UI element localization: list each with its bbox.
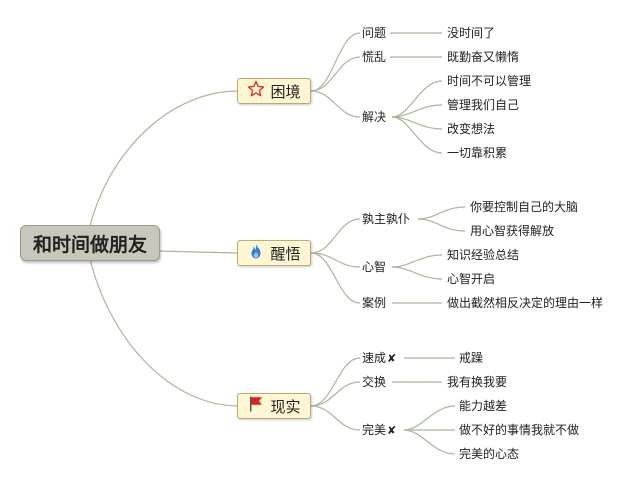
branch-label: 困境	[270, 82, 301, 101]
connector-line	[310, 90, 361, 118]
connector-line	[417, 218, 466, 232]
sub-topic[interactable]: 慌乱	[362, 50, 387, 64]
flame-icon	[247, 242, 265, 264]
connector-line	[310, 32, 361, 92]
branch-label: 现实	[270, 397, 301, 416]
sub-topic[interactable]: 心智	[362, 260, 387, 274]
leaf-item[interactable]: 我有换我要	[447, 375, 508, 389]
cross-mark-icon: ✘	[387, 352, 397, 365]
connector-line	[89, 258, 238, 407]
leaf-item[interactable]: 完美的心态	[459, 447, 520, 461]
branch-node-awakening[interactable]: 醒悟	[237, 240, 311, 266]
leaf-item[interactable]: 做出截然相反决定的理由一样	[447, 296, 604, 310]
connector-line	[391, 266, 443, 280]
leaf-item[interactable]: 一切靠积累	[447, 146, 508, 160]
leaf-item[interactable]: 时间不可以管理	[447, 74, 532, 88]
flag-icon	[247, 395, 265, 417]
sub-topic[interactable]: 速成✘	[362, 351, 397, 365]
sub-topic[interactable]: 交换	[362, 375, 387, 389]
connector-line	[403, 405, 456, 431]
leaf-item[interactable]: 用心智获得解放	[470, 224, 555, 238]
connector-line	[403, 429, 456, 455]
leaf-item[interactable]: 既勤奋又懒惰	[447, 50, 520, 64]
root-label: 和时间做朋友	[32, 233, 147, 256]
leaf-item[interactable]: 做不好的事情我就不做	[459, 423, 580, 437]
leaf-item[interactable]: 能力越差	[459, 399, 508, 413]
connector-line	[89, 90, 238, 227]
connector-line	[310, 381, 361, 407]
leaf-item[interactable]: 你要控制自己的大脑	[470, 200, 579, 214]
connector-line	[391, 254, 443, 268]
root-node[interactable]: 和时间做朋友	[20, 225, 160, 261]
branch-node-difficulty[interactable]: 困境	[237, 78, 311, 104]
leaf-item[interactable]: 知识经验总结	[447, 248, 520, 262]
leaf-item[interactable]: 改变想法	[447, 122, 496, 136]
connector-line	[310, 357, 361, 407]
connector-line	[310, 252, 361, 304]
connector-line	[157, 250, 238, 254]
branch-node-reality[interactable]: 现实	[237, 393, 311, 419]
connector-line	[391, 116, 443, 154]
leaf-item[interactable]: 心智开启	[447, 272, 496, 286]
connector-line	[310, 405, 361, 431]
connector-line	[417, 206, 466, 220]
sub-topic[interactable]: 问题	[362, 26, 387, 40]
sub-topic[interactable]: 案例	[362, 296, 387, 310]
connector-line	[391, 104, 443, 118]
cross-mark-icon: ✘	[387, 424, 397, 437]
connector-line	[310, 218, 361, 254]
sub-topic[interactable]: 完美✘	[362, 423, 397, 437]
leaf-item[interactable]: 戒躁	[459, 351, 484, 365]
sub-topic[interactable]: 解决	[362, 110, 387, 124]
branch-label: 醒悟	[270, 244, 301, 263]
leaf-item[interactable]: 没时间了	[447, 26, 496, 40]
connector-line	[310, 56, 361, 92]
sub-topic[interactable]: 孰主孰仆	[362, 212, 411, 226]
connector-line	[391, 80, 443, 118]
leaf-item[interactable]: 管理我们自己	[447, 98, 520, 112]
star-icon	[247, 80, 265, 102]
